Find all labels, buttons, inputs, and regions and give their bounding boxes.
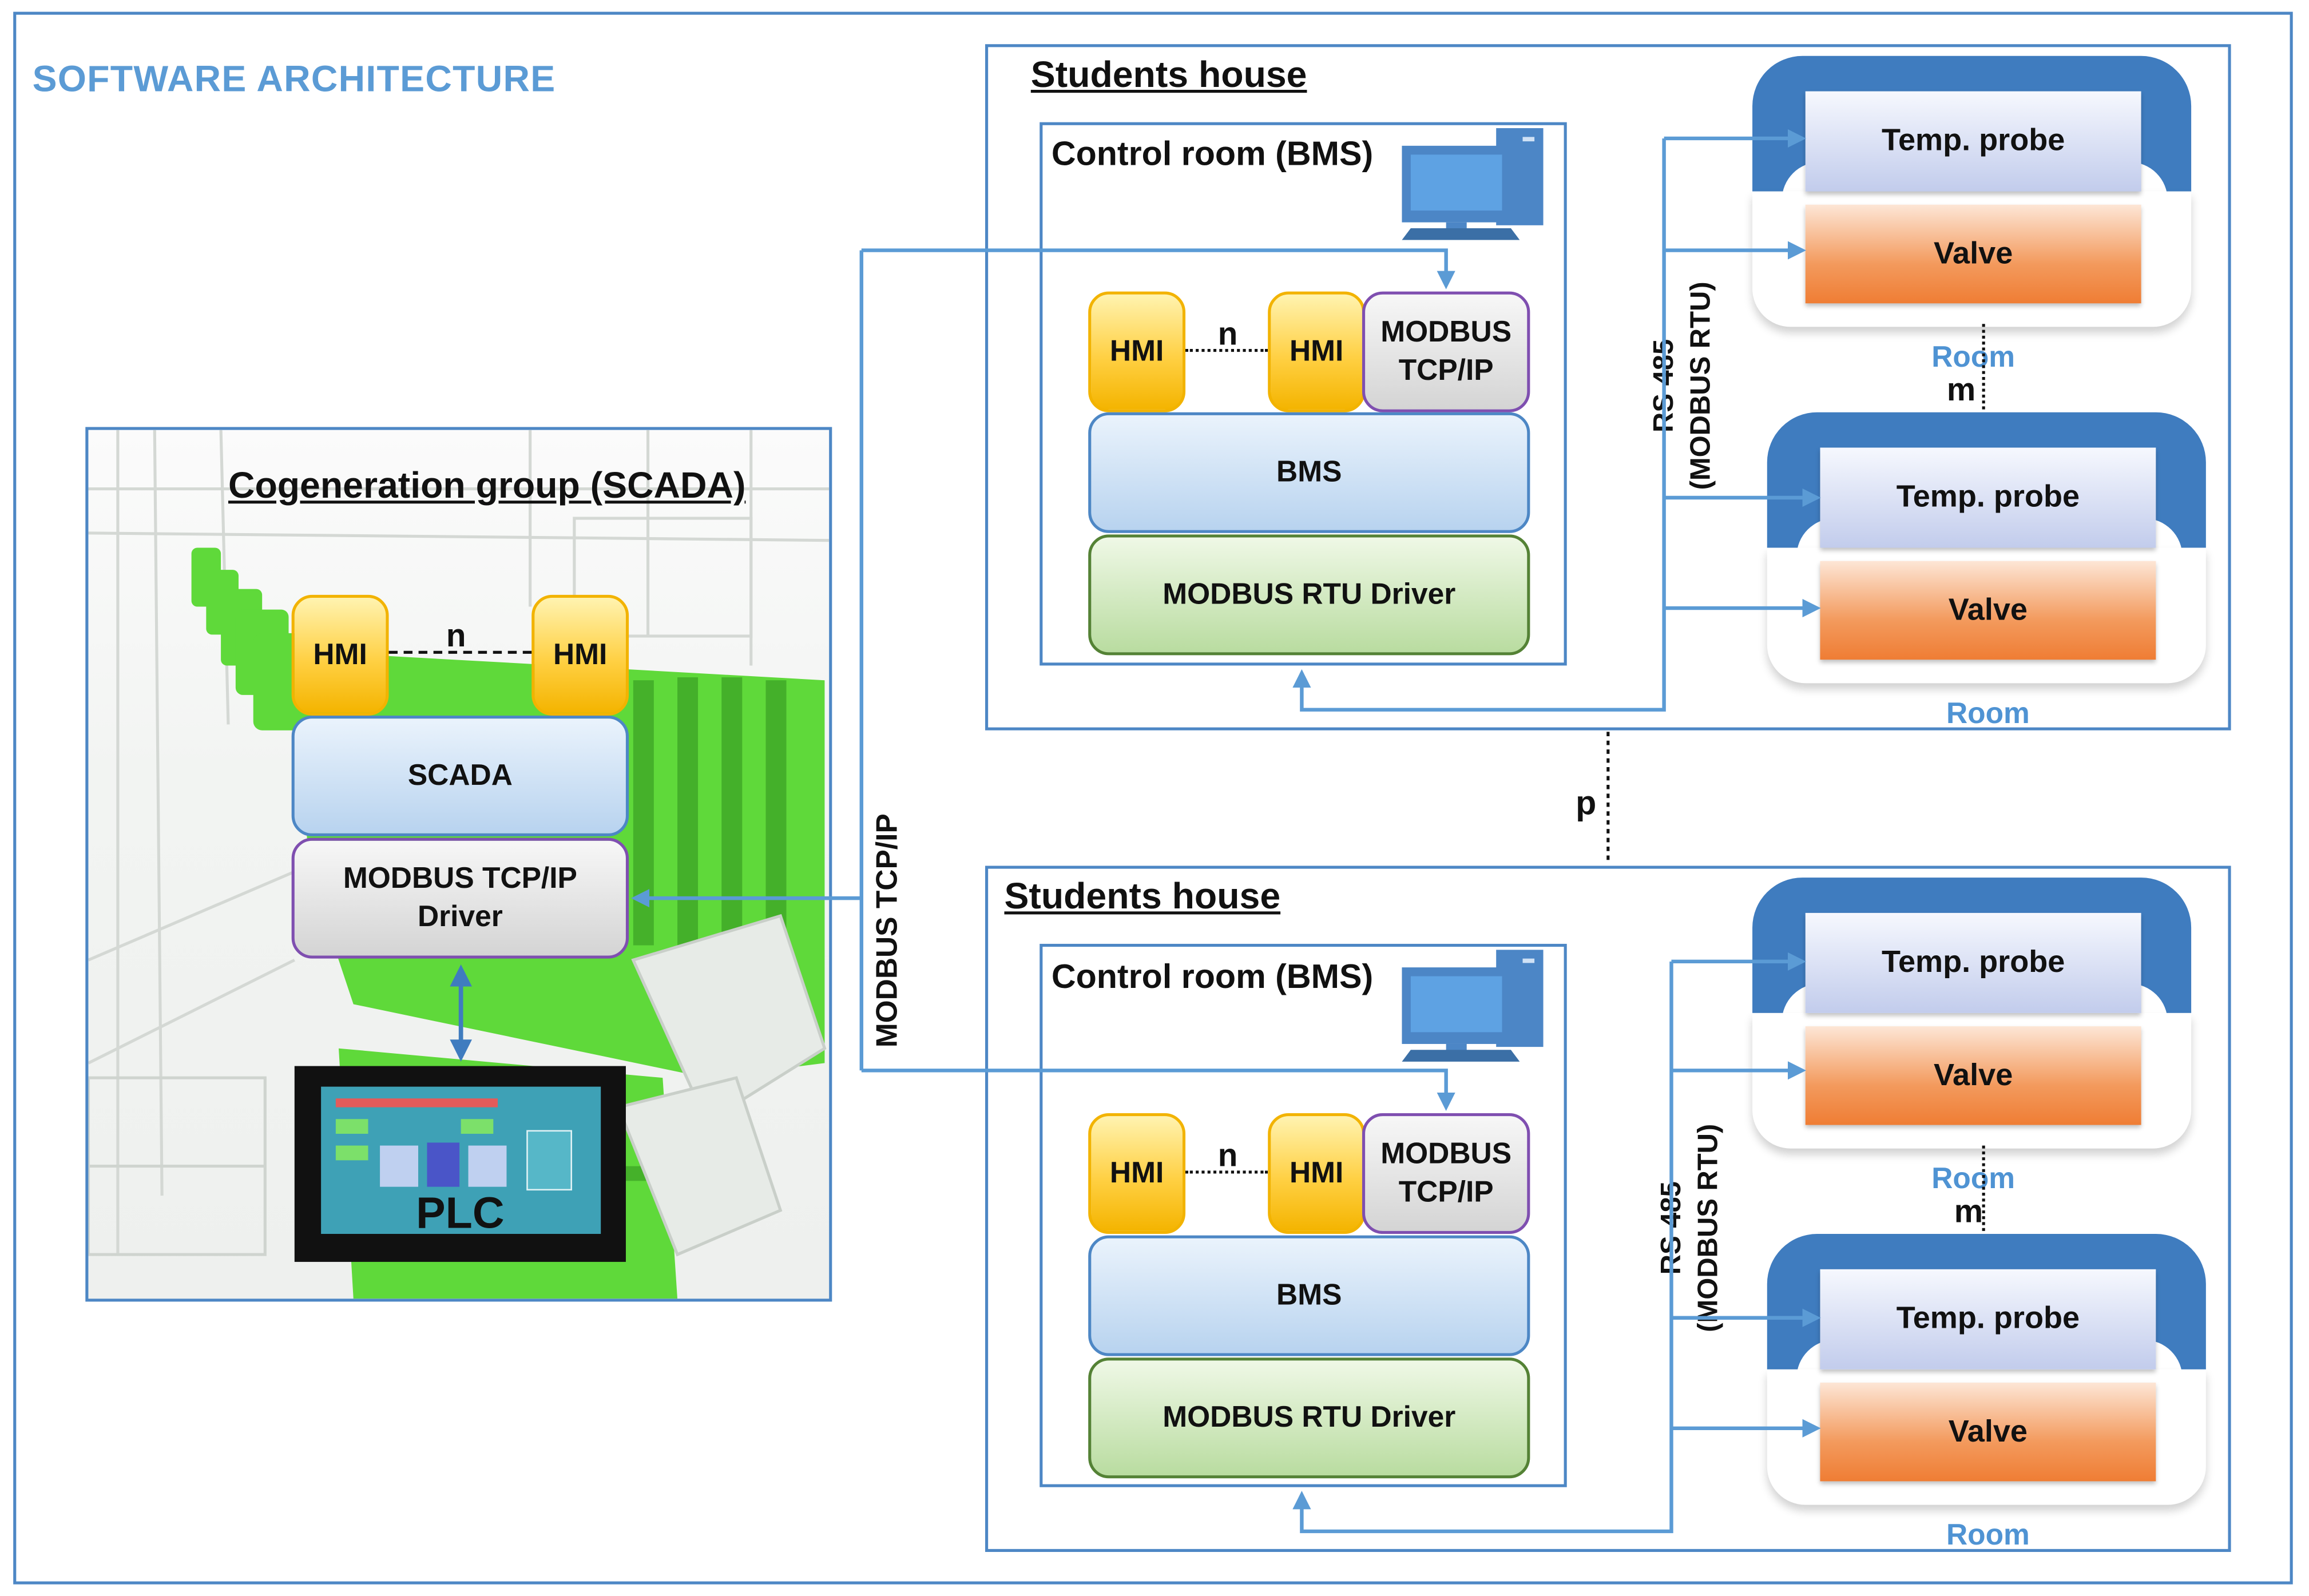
house-2-hmi-dots xyxy=(1185,1170,1268,1174)
house-2-control-room-label: Control room (BMS) xyxy=(1051,957,1374,996)
house-2-room-1-valve-label: Valve xyxy=(1933,1058,2013,1092)
house-1-m-label: m xyxy=(1946,371,1976,408)
house-2-bms-label: BMS xyxy=(1276,1279,1342,1312)
p-label: p xyxy=(1576,783,1597,822)
house-2-modbus-tcpip[interactable]: MODBUS TCP/IP xyxy=(1362,1113,1530,1234)
house-2-room-2-valve-label: Valve xyxy=(1948,1414,2028,1448)
house-2-room-1-label: Room xyxy=(1931,1163,2016,1196)
house-2-hmi-1[interactable]: HMI xyxy=(1088,1113,1186,1234)
plc-panel[interactable]: PLC xyxy=(294,1066,626,1262)
computer-icon xyxy=(1402,950,1544,1062)
house-1-heading: Students house xyxy=(1030,54,1307,96)
scada-hmi-dots xyxy=(388,650,532,654)
house-2-bms[interactable]: BMS xyxy=(1088,1235,1530,1356)
house-1-hmi-dots xyxy=(1185,349,1268,352)
house-1-rtu-label: MODBUS RTU Driver xyxy=(1163,578,1456,612)
scada-hmi-1-label: HMI xyxy=(313,639,367,672)
house-1-room-2-valve-label: Valve xyxy=(1948,593,2028,627)
scada-hmi-n-label: HMI xyxy=(553,639,608,672)
house-2-hmi-1-label: HMI xyxy=(1109,1157,1164,1190)
house-1-control-room-label: Control room (BMS) xyxy=(1051,134,1374,173)
house-2-heading: Students house xyxy=(1004,876,1281,918)
house-2-room-dots xyxy=(1982,1145,1985,1231)
house-1-room-2-probe-label: Temp. probe xyxy=(1896,480,2080,514)
page-title: SOFTWARE ARCHITECTURE xyxy=(32,58,556,101)
house-1-n-label: n xyxy=(1217,315,1238,352)
house-1-hmi-n-label: HMI xyxy=(1289,335,1344,368)
house-2-room-2-probe[interactable]: Temp. probe xyxy=(1820,1269,2156,1369)
house-1-modbus-tcpip[interactable]: MODBUS TCP/IP xyxy=(1362,291,1530,412)
house-2-room-1-valve[interactable]: Valve xyxy=(1805,1026,2141,1125)
house-2-hmi-n-label: HMI xyxy=(1289,1157,1344,1190)
house-1-modbus-line1: MODBUS xyxy=(1380,316,1512,350)
scada-hmi-1[interactable]: HMI xyxy=(291,594,389,716)
house-2-room-2-probe-label: Temp. probe xyxy=(1896,1301,2080,1336)
scada-hmi-n[interactable]: HMI xyxy=(531,594,629,716)
computer-icon xyxy=(1402,128,1544,240)
house-1-hmi-n[interactable]: HMI xyxy=(1268,291,1366,412)
house-1-room-dots xyxy=(1982,324,1985,410)
house-1-control-room xyxy=(1040,122,1567,666)
house-1-room-1-valve[interactable]: Valve xyxy=(1805,204,2141,304)
house-2-rs485-bus xyxy=(1292,961,1673,1534)
house-2-m-label: m xyxy=(1954,1192,1983,1230)
house-1-room-1-probe-label: Temp. probe xyxy=(1881,124,2065,158)
house-1-bms-label: BMS xyxy=(1276,456,1342,489)
house-2-control-room xyxy=(1040,943,1567,1487)
house-2-rtu-label: MODBUS RTU Driver xyxy=(1163,1402,1456,1435)
cogeneration-heading: Cogeneration group (SCADA) xyxy=(228,465,746,507)
house-2-rtu-driver[interactable]: MODBUS RTU Driver xyxy=(1088,1357,1530,1479)
tcpip-to-house2 xyxy=(861,1069,1455,1111)
house-1-room-1-valve-label: Valve xyxy=(1933,236,2013,271)
plc-screen-ui xyxy=(335,1098,572,1191)
house-2-modbus-line1: MODBUS xyxy=(1380,1138,1512,1171)
scada-modbus-driver[interactable]: MODBUS TCP/IP Driver xyxy=(291,837,629,959)
tcpip-link-label: MODBUS TCP/IP xyxy=(871,813,904,1048)
house-1-hmi-1[interactable]: HMI xyxy=(1088,291,1186,412)
outer-frame xyxy=(13,11,2293,1585)
scada-n-label: n xyxy=(446,617,466,654)
house-1-room-2-valve[interactable]: Valve xyxy=(1820,561,2156,660)
house-1-bms[interactable]: BMS xyxy=(1088,412,1530,533)
house-2-room-2-label: Room xyxy=(1946,1519,2030,1552)
scada-block[interactable]: SCADA xyxy=(291,715,629,837)
house-2-room-2-valve[interactable]: Valve xyxy=(1820,1382,2156,1482)
students-house-2 xyxy=(985,866,2231,1552)
house-2-hmi-n[interactable]: HMI xyxy=(1268,1113,1366,1234)
house-1-hmi-1-label: HMI xyxy=(1109,335,1164,368)
driver-line1: MODBUS TCP/IP xyxy=(343,863,577,895)
house-1-room-2-probe[interactable]: Temp. probe xyxy=(1820,447,2156,548)
house-2-room-1-probe[interactable]: Temp. probe xyxy=(1805,912,2141,1013)
house-2-room-1-probe-label: Temp. probe xyxy=(1881,945,2065,979)
house-2-modbus-line2: TCP/IP xyxy=(1398,1176,1494,1209)
house-1-room-1-label: Room xyxy=(1931,342,2016,374)
plc-screen xyxy=(321,1086,601,1234)
plc-label: PLC xyxy=(416,1189,505,1238)
house-1-rtu-driver[interactable]: MODBUS RTU Driver xyxy=(1088,534,1530,656)
house-1-modbus-line2: TCP/IP xyxy=(1398,355,1494,387)
house-2-n-label: n xyxy=(1217,1137,1238,1174)
scada-block-label: SCADA xyxy=(407,760,513,792)
house-1-room-2-label: Room xyxy=(1946,698,2030,730)
house-1-rs485-bus xyxy=(1292,138,1666,712)
driver-line2: Driver xyxy=(417,901,503,934)
house-1-room-1-probe[interactable]: Temp. probe xyxy=(1805,91,2141,192)
students-house-1 xyxy=(985,44,2231,730)
tcpip-to-house1 xyxy=(861,248,1455,289)
